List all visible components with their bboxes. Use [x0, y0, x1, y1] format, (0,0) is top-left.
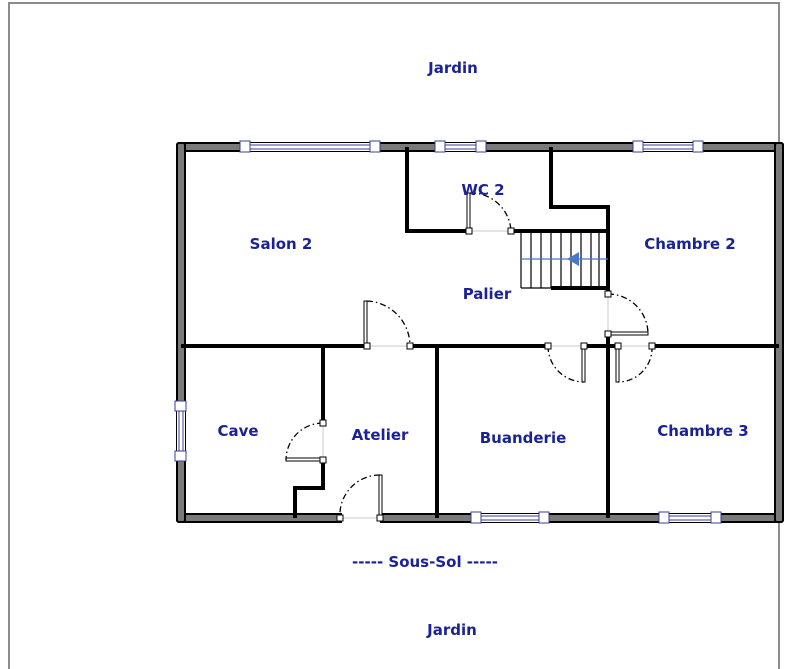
floor-title: ----- Sous-Sol ----- — [352, 553, 498, 571]
doors — [285, 192, 656, 522]
windows — [174, 140, 722, 524]
window-buanderie — [470, 511, 550, 524]
outside-label-top: Jardin — [427, 59, 478, 77]
window-chambre-2 — [632, 140, 704, 153]
room-label-cave: Cave — [217, 422, 258, 440]
room-label-atelier: Atelier — [352, 426, 409, 444]
door-atelier[interactable] — [336, 474, 384, 522]
window-wc-2 — [434, 140, 487, 153]
staircase — [520, 231, 608, 289]
outside-label-bottom: Jardin — [426, 621, 477, 639]
door-cave[interactable] — [285, 419, 327, 464]
interior-walls — [181, 147, 779, 518]
window-salon-2 — [239, 140, 381, 153]
room-label-salon-2: Salon 2 — [250, 235, 313, 253]
room-label-chambre-3: Chambre 3 — [657, 422, 748, 440]
door-buanderie[interactable] — [544, 342, 588, 383]
exterior-walls — [176, 142, 784, 523]
door-chambre-2[interactable] — [604, 290, 649, 338]
door-wc-2[interactable] — [465, 192, 515, 235]
room-label-wc-2: WC 2 — [461, 181, 504, 199]
stair-arrow-icon — [567, 252, 579, 266]
door-chambre-3[interactable] — [614, 342, 656, 383]
room-label-buanderie: Buanderie — [480, 429, 567, 447]
room-label-palier: Palier — [463, 285, 512, 303]
room-label-chambre-2: Chambre 2 — [644, 235, 735, 253]
door-salon-2[interactable] — [363, 300, 414, 350]
window-cave — [174, 400, 187, 462]
window-chambre-3 — [658, 511, 722, 524]
